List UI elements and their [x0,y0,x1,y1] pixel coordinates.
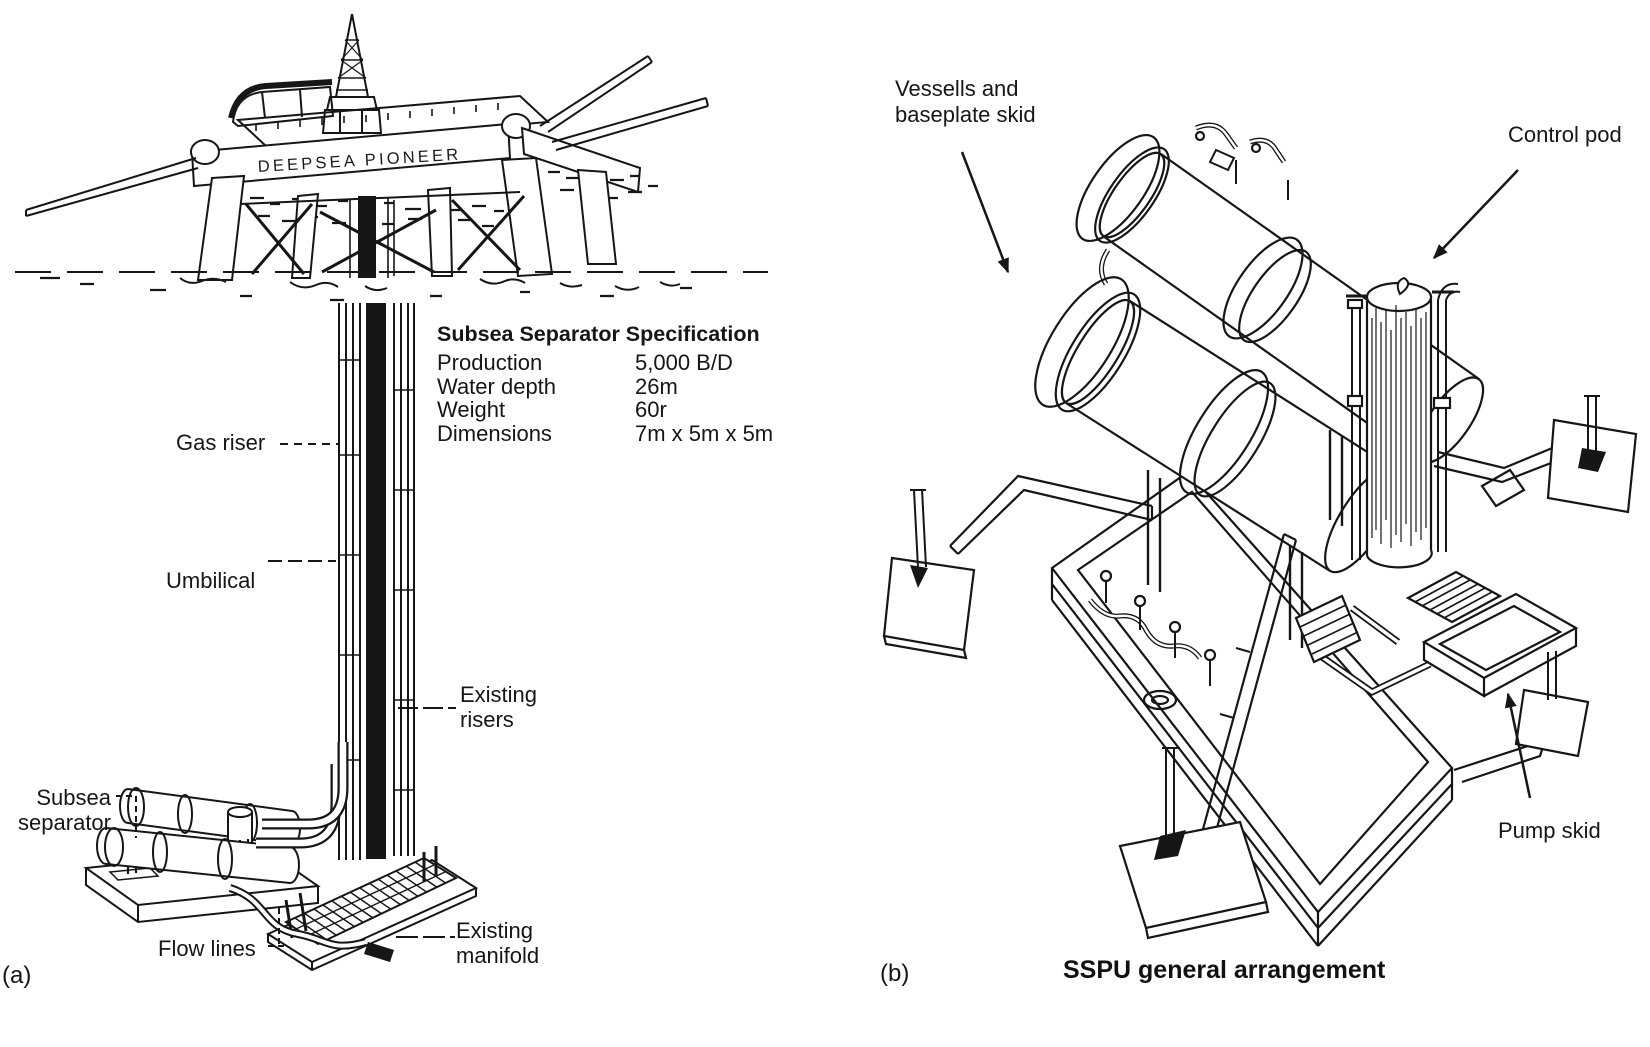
spec-row-water-depth: Water depth 26m [437,373,773,399]
spec-row-weight: Weight 60r [437,398,773,422]
leader-lines-a [116,443,456,947]
platform-illustration [15,13,768,302]
spec-title: Subsea Separator Specification [437,322,760,346]
panel-b-title: SSPU general arrangement [1063,956,1386,984]
label-gas-riser: Gas riser [176,430,266,455]
label-umbilical: Umbilical [166,568,256,593]
crane-booms [25,55,709,217]
label-control-pod: Control pod [1508,122,1622,147]
subsea-separator-illustration [83,787,321,924]
vessel-supports [1146,430,1344,648]
spec-value: 7m x 5m x 5m [635,420,774,446]
label-vessels-baseplate: Vessells and baseplate skid [895,76,1036,127]
separator-vessel-front [1034,276,1400,574]
spec-row-dimensions: Dimensions 7m x 5m x 5m [437,420,774,446]
label-existing-risers: Existing risers [460,682,538,732]
mudmat-right [1546,395,1638,514]
spec-label: Weight [437,397,506,422]
label-pump-skid: Pump skid [1498,818,1601,843]
spec-value: 60r [635,397,667,422]
spec-label: Dimensions [437,420,552,446]
mudmat-bottom [1118,747,1270,940]
spec-value: 5,000 B/D [635,350,733,375]
cross-bracing [239,191,526,275]
sspu-illustration [882,122,1638,947]
label-flow-lines: Flow lines [158,936,256,961]
platform-legs [196,156,618,281]
spec-table: Subsea Separator Specification Productio… [437,322,773,445]
derrick [321,13,383,134]
caption-b: (b) [880,960,910,987]
spec-label: Production [437,350,543,375]
side-plate [1480,468,1526,508]
baseplate-skid [1050,470,1454,947]
mudmat-far-right [1514,651,1590,758]
pump-skid-illustration [1294,570,1579,698]
caption-a: (a) [2,962,32,989]
annotation-arrows [960,151,1532,799]
spec-value: 26m [635,373,678,399]
riser-bundle [338,303,415,860]
spec-row-production: Production 5,000 B/D [437,351,773,375]
label-subsea-separator: Subsea separator [18,785,111,835]
gooseneck-pipes [256,742,349,849]
label-existing-manifold: Existing manifold [456,918,540,968]
top-valve-fittings [1099,122,1289,286]
mudmat-left [882,488,976,660]
deck-piping [1088,569,1217,711]
spec-label: Water depth [437,373,557,399]
control-pod-illustration [1346,276,1461,569]
waterline [15,271,768,302]
flow-line [228,884,394,962]
